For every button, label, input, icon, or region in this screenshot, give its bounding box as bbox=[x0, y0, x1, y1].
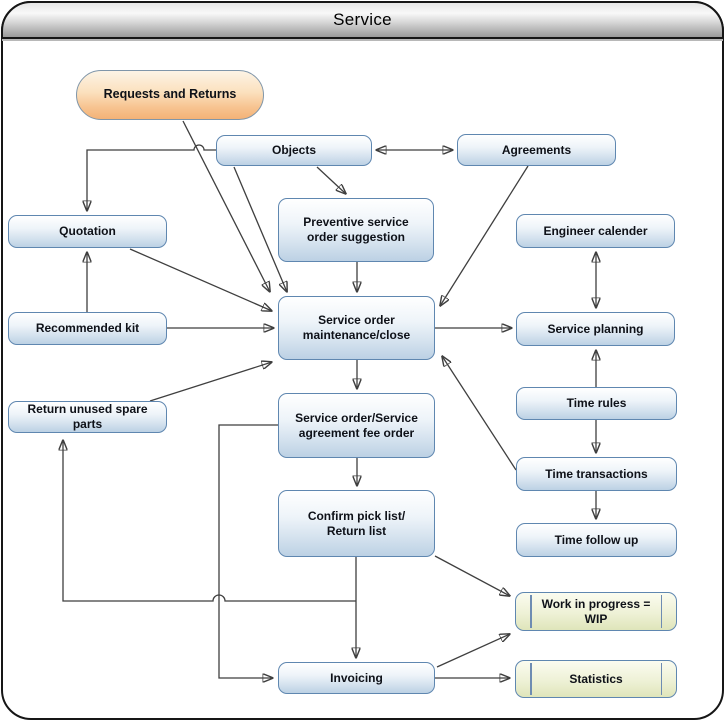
process-bar-left bbox=[530, 595, 532, 628]
node-label: Objects bbox=[271, 143, 316, 158]
node-label: Preventive service order suggestion bbox=[303, 215, 409, 244]
diagram-header: Service bbox=[1, 1, 724, 39]
node-label: Requests and Returns bbox=[103, 87, 237, 102]
node-service-order-agreement-fee-order: Service order/Service agreement fee orde… bbox=[278, 393, 435, 458]
node-label: Recommended kit bbox=[35, 321, 140, 336]
process-bar-right bbox=[660, 663, 662, 695]
node-engineer-calender: Engineer calender bbox=[516, 214, 675, 248]
node-statistics: Statistics bbox=[515, 660, 677, 698]
node-recommended-kit: Recommended kit bbox=[8, 312, 167, 345]
node-requests-and-returns: Requests and Returns bbox=[76, 70, 264, 120]
node-confirm-pick-list-return-list: Confirm pick list/ Return list bbox=[278, 490, 435, 557]
node-label: Return unused spare parts bbox=[27, 402, 148, 431]
node-service-order-maintenance-close: Service order maintenance/close bbox=[278, 296, 435, 360]
node-label: Confirm pick list/ Return list bbox=[307, 508, 406, 538]
node-label: Work in progress = WIP bbox=[541, 596, 651, 626]
node-label: Service planning bbox=[547, 321, 644, 336]
node-work-in-progress-wip: Work in progress = WIP bbox=[515, 592, 677, 631]
node-quotation: Quotation bbox=[8, 215, 167, 248]
node-label: Quotation bbox=[59, 224, 116, 239]
node-label: Service order/Service agreement fee orde… bbox=[295, 410, 418, 440]
process-bar-right bbox=[660, 595, 662, 628]
node-label: Engineer calender bbox=[543, 223, 648, 238]
node-label: Time transactions bbox=[545, 466, 648, 481]
node-invoicing: Invoicing bbox=[278, 662, 435, 694]
node-return-unused-spare-parts: Return unused spare parts bbox=[8, 401, 167, 433]
page-title: Service bbox=[333, 10, 392, 29]
process-bar-left bbox=[530, 663, 532, 695]
node-preventive-service-order-suggestion: Preventive service order suggestion bbox=[278, 198, 434, 262]
node-objects: Objects bbox=[216, 135, 372, 166]
node-label: Statistics bbox=[569, 671, 623, 686]
node-label: Agreements bbox=[501, 142, 572, 157]
node-time-rules: Time rules bbox=[516, 387, 677, 420]
node-label: Service order maintenance/close bbox=[302, 313, 411, 342]
node-time-transactions: Time transactions bbox=[516, 457, 677, 491]
node-service-planning: Service planning bbox=[516, 312, 675, 346]
node-time-follow-up: Time follow up bbox=[516, 523, 677, 557]
node-agreements: Agreements bbox=[457, 134, 616, 166]
node-label: Invoicing bbox=[330, 670, 383, 685]
node-label: Time rules bbox=[566, 396, 627, 411]
node-label: Time follow up bbox=[554, 532, 639, 547]
